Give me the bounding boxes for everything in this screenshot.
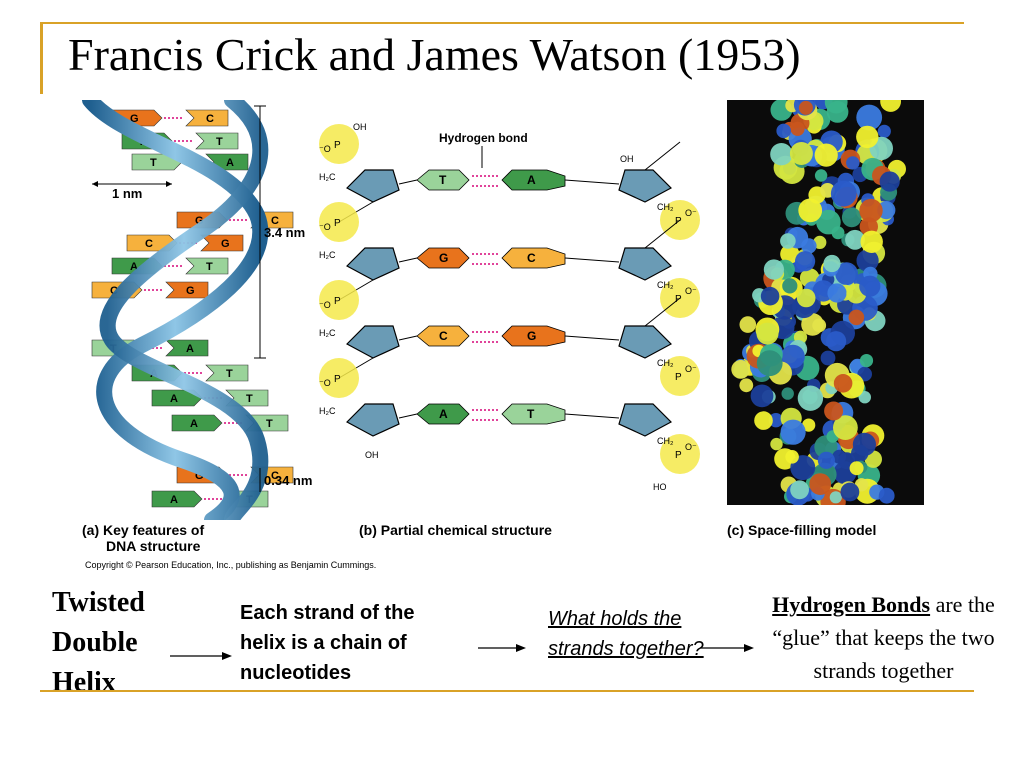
- width-label: 1 nm: [112, 186, 142, 201]
- title-rule-left: [40, 22, 43, 94]
- ch2-label: H₂C: [319, 250, 336, 260]
- ch2-label: CH₂: [657, 358, 674, 368]
- arrow-icon: [700, 644, 754, 652]
- base-letter: C: [110, 285, 118, 297]
- base-letter: C: [145, 238, 153, 250]
- base-letter: T: [150, 157, 157, 169]
- base-letter: A: [186, 343, 194, 355]
- oh-label: OH: [620, 154, 634, 164]
- base-letter: C: [527, 251, 536, 265]
- oxygen-label: O⁻: [685, 208, 697, 218]
- base-letter: T: [266, 418, 273, 430]
- hydrogen-bonds-note: Hydrogen Bonds are the “glue” that keeps…: [756, 588, 1011, 687]
- twisted-double-helix-label: Twisted Double Helix: [52, 583, 145, 703]
- caption-a: (a) Key features of DNA structure: [82, 522, 204, 554]
- base-letter: G: [439, 251, 448, 265]
- base-letter: A: [170, 494, 178, 506]
- ch2-label: H₂C: [319, 172, 336, 182]
- phosphate-label: P: [675, 372, 682, 383]
- twisted-line-2: Double: [52, 627, 138, 658]
- base-letter: C: [271, 215, 279, 227]
- atom-spheres: [731, 100, 906, 505]
- base-letter: T: [246, 393, 253, 405]
- oh-label: OH: [353, 122, 367, 132]
- base-letter: C: [439, 329, 448, 343]
- ch2-label: CH₂: [657, 280, 674, 290]
- base-letter: T: [226, 368, 233, 380]
- oh-label: OH: [365, 450, 379, 460]
- rise-label: 0.34 nm: [264, 473, 312, 488]
- question-note: What holds the strands together?: [548, 608, 704, 660]
- base-letter: A: [527, 173, 536, 187]
- base-letter: G: [221, 238, 230, 250]
- caption-b: (b) Partial chemical structure: [359, 522, 552, 538]
- base-letter: G: [195, 470, 204, 482]
- base-letter: G: [527, 329, 536, 343]
- base-letter: A: [226, 157, 234, 169]
- oxygen-label: ⁻O: [319, 144, 331, 154]
- hydrogen-bonds-term: Hydrogen Bonds: [772, 592, 931, 617]
- arrow-icon: [478, 644, 526, 652]
- base-letter: G: [195, 215, 204, 227]
- twisted-line-3: Helix: [52, 667, 116, 698]
- copyright-notice: Copyright © Pearson Education, Inc., pub…: [85, 560, 377, 570]
- oxygen-label: O⁻: [685, 286, 697, 296]
- twisted-line-1: Twisted: [52, 587, 145, 618]
- caption-a-line1: (a) Key features of: [82, 522, 205, 538]
- slide-title: Francis Crick and James Watson (1953): [68, 29, 801, 80]
- phosphate-label: P: [334, 296, 341, 307]
- ch2-label: H₂C: [319, 406, 336, 416]
- ch2-label: CH₂: [657, 436, 674, 446]
- title-rule-top: [40, 22, 964, 24]
- phosphate-label: P: [334, 218, 341, 229]
- base-letter: G: [186, 285, 195, 297]
- pitch-label: 3.4 nm: [264, 225, 305, 240]
- arrow-icon: [170, 652, 232, 660]
- base-letter: A: [170, 393, 178, 405]
- base-letter: G: [130, 113, 139, 125]
- chemical-structure: Hydrogen bond P⁻OPO⁻H₂CCH₂TAP⁻OPO⁻H₂CCH₂…: [319, 122, 700, 492]
- backbone-ribbon-2: [99, 100, 269, 520]
- ch2-label: CH₂: [657, 202, 674, 212]
- base-letter: C: [271, 470, 279, 482]
- base-letter: A: [439, 407, 448, 421]
- ho-label: HO: [653, 482, 667, 492]
- caption-c: (c) Space-filling model: [727, 522, 877, 538]
- base-letter: T: [206, 261, 213, 273]
- base-letter: C: [206, 113, 214, 125]
- base-letter: A: [190, 418, 198, 430]
- strand-note: Each strand of the helix is a chain of n…: [240, 602, 415, 684]
- space-filling-model: [727, 100, 924, 505]
- hydrogen-bonds-text: are the “glue” that keeps the two strand…: [772, 592, 995, 683]
- oxygen-label: ⁻O: [319, 222, 331, 232]
- bottom-rule: [40, 690, 974, 692]
- base-letter: A: [130, 261, 138, 273]
- caption-a-line2: DNA structure: [106, 538, 201, 554]
- phosphate-label: P: [334, 140, 341, 151]
- chemical-pairs: P⁻OPO⁻H₂CCH₂TAP⁻OPO⁻H₂CCH₂GCP⁻OPO⁻H₂CCH₂…: [319, 122, 700, 492]
- hydrogen-bond-label: Hydrogen bond: [439, 131, 528, 145]
- oxygen-label: ⁻O: [319, 300, 331, 310]
- base-letter: T: [439, 173, 447, 187]
- backbone-ribbon-1: [82, 100, 269, 520]
- base-letter: T: [216, 136, 223, 148]
- phosphate-label: P: [675, 450, 682, 461]
- base-letter: T: [527, 407, 535, 421]
- oxygen-label: O⁻: [685, 364, 697, 374]
- phosphate-label: P: [334, 374, 341, 385]
- oxygen-label: O⁻: [685, 442, 697, 452]
- ch2-label: H₂C: [319, 328, 336, 338]
- oxygen-label: ⁻O: [319, 378, 331, 388]
